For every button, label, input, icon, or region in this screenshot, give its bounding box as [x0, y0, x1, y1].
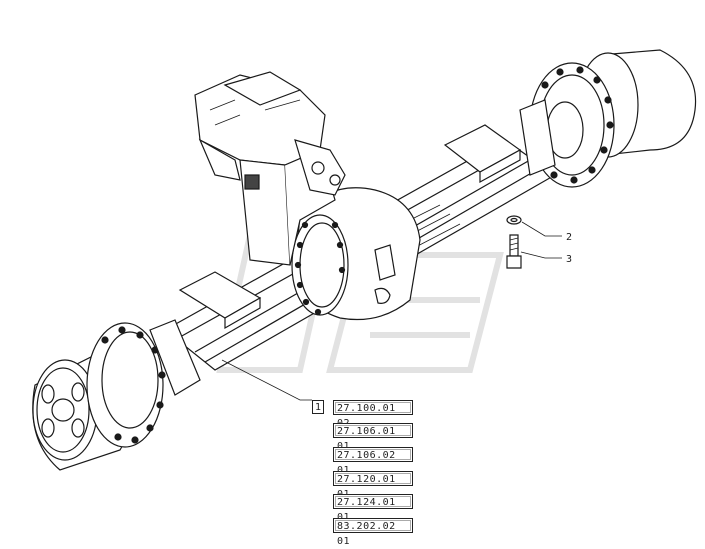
- callout-number-3: 3: [566, 254, 572, 265]
- leader-lines: [221, 221, 562, 401]
- mounting-pad-left: [178, 271, 262, 330]
- reference-code-1: 27.100.01 02: [333, 400, 413, 429]
- callout-number-2: 2: [566, 232, 572, 243]
- right-wheel-hub: [519, 49, 697, 188]
- reference-code-3: 27.106.02 01: [333, 447, 413, 476]
- reference-code-6: 83.202.02 01: [333, 518, 413, 547]
- reference-code-5: 27.124.01 01: [333, 494, 413, 523]
- mounting-pad-right: [443, 124, 522, 184]
- bolt-part: [506, 234, 522, 269]
- washer-part: [506, 215, 522, 225]
- callout-number-1: 1: [312, 400, 324, 414]
- reference-code-2: 27.106.01 01: [333, 423, 413, 452]
- reference-code-4: 27.120.01 01: [333, 471, 413, 500]
- gearbox-unit: [194, 71, 346, 266]
- left-wheel-hub: [32, 319, 201, 471]
- differential-housing: [291, 187, 421, 321]
